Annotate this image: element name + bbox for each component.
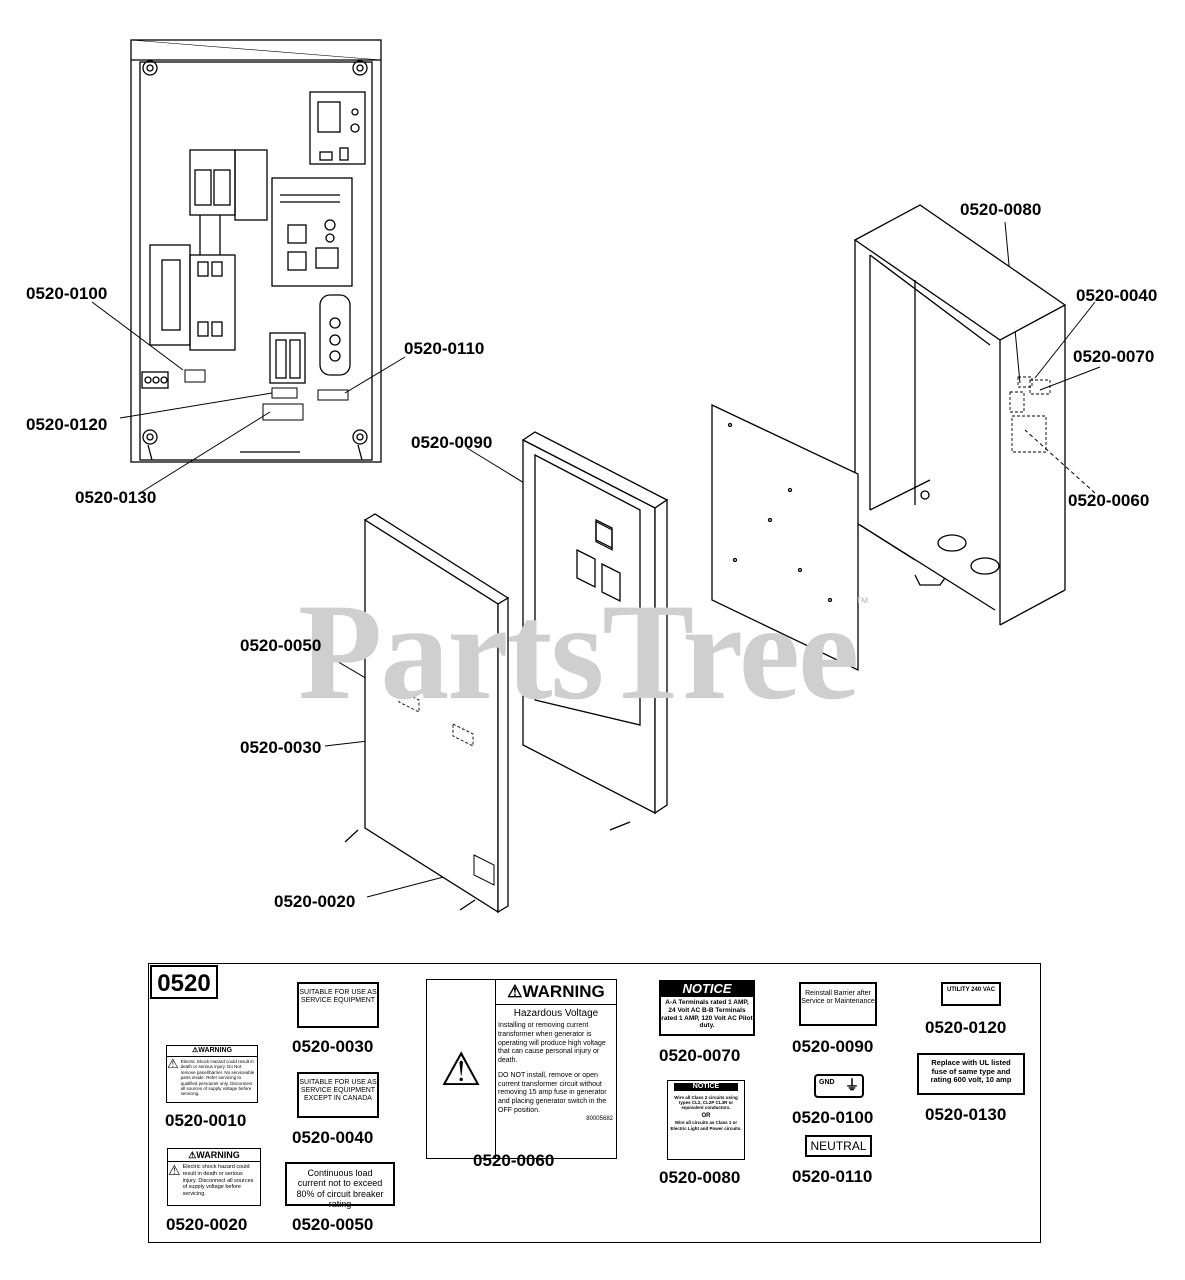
callout-0520-0080: 0520-0080 [960, 200, 1042, 219]
callout-0520-0020: 0520-0020 [274, 892, 356, 911]
enclosure-box [853, 204, 1067, 626]
code-0520-0030: 0520-0030 [292, 1037, 374, 1056]
code-0520-0060: 0520-0060 [473, 1151, 555, 1170]
callout-0520-0090: 0520-0090 [411, 433, 493, 452]
warning-triangle-icon: ⚠ [507, 982, 523, 1001]
label-0520-0090: Reinstall Barrier after Service or Maint… [799, 982, 877, 1026]
code-0520-0120: 0520-0120 [925, 1018, 1007, 1037]
exploded-parts-diagram [91, 39, 1101, 914]
trademark-symbol: ™ [855, 594, 869, 610]
code-0520-0110: 0520-0110 [792, 1167, 873, 1186]
enclosure-interior-view [130, 39, 382, 463]
callout-0520-0070: 0520-0070 [1073, 347, 1155, 366]
label-0520-0100: GND ⏚ [814, 1074, 864, 1098]
front-cover [344, 513, 510, 914]
hand-shock-warning-icon: ⚠ [440, 1043, 482, 1095]
code-0520-0100: 0520-0100 [792, 1108, 874, 1127]
ground-symbol-icon: ⏚ [845, 1077, 859, 1093]
code-0520-0130: 0520-0130 [925, 1105, 1007, 1124]
code-0520-0050: 0520-0050 [292, 1215, 374, 1234]
code-0520-0040: 0520-0040 [292, 1128, 374, 1147]
legend-title: 0520 [150, 965, 218, 999]
callout-0520-0030: 0520-0030 [240, 738, 322, 757]
callout-0520-0110: 0520-0110 [404, 339, 485, 358]
shock-hazard-icon: ⚠ [168, 1162, 181, 1179]
label-0520-0130: Replace with UL listed fuse of same type… [917, 1053, 1025, 1095]
label-0520-0070: NOTICE A-A Terminals rated 1 AMP, 24 Vol… [659, 980, 755, 1036]
label-0520-0050: Continuous load current not to exceed 80… [285, 1162, 395, 1209]
code-0520-0070: 0520-0070 [659, 1046, 741, 1065]
callout-0520-0040: 0520-0040 [1076, 286, 1158, 305]
label-0520-0030: SUITABLE FOR USE AS SERVICE EQUIPMENT [297, 982, 379, 1028]
label-0520-0010: ⚠WARNING ⚠ Electric Shock Hazard could r… [166, 1045, 258, 1103]
code-0520-0090: 0520-0090 [792, 1037, 874, 1056]
dead-front-frame [521, 431, 669, 831]
label-0520-0020: ⚠WARNING ⚠ Electric shock hazard could r… [167, 1148, 261, 1206]
label-legend: 0520 ⚠WARNING ⚠ Electric Shock Hazard co… [148, 963, 1041, 1243]
code-0520-0080: 0520-0080 [659, 1168, 741, 1187]
label-0520-0120: UTILITY 240 VAC [941, 982, 1001, 1006]
warning-triangle-icon: ⚠ [191, 1047, 199, 1054]
watermark: PartsTree [298, 575, 859, 728]
callout-0520-0100: 0520-0100 [26, 284, 108, 303]
label-0520-0060: ⚠ ⚠WARNING Hazardous Voltage Installing … [426, 979, 617, 1159]
code-0520-0020: 0520-0020 [166, 1215, 248, 1234]
shock-hazard-icon: ⚠ [167, 1056, 179, 1072]
code-0520-0010: 0520-0010 [165, 1111, 247, 1130]
label-0520-0110: NEUTRAL [805, 1135, 872, 1157]
callout-0520-0050: 0520-0050 [240, 636, 322, 655]
label-0520-0080: NOTICE Wire all Class 2 circuits using t… [667, 1080, 745, 1160]
callout-0520-0060: 0520-0060 [1068, 491, 1150, 510]
callout-0520-0130: 0520-0130 [75, 488, 157, 507]
label-0520-0040: SUITABLE FOR USE AS SERVICE EQUIPMENT EX… [297, 1072, 379, 1118]
back-plate [711, 403, 859, 672]
warning-triangle-icon: ⚠ [188, 1150, 197, 1160]
callout-0520-0120: 0520-0120 [26, 415, 108, 434]
